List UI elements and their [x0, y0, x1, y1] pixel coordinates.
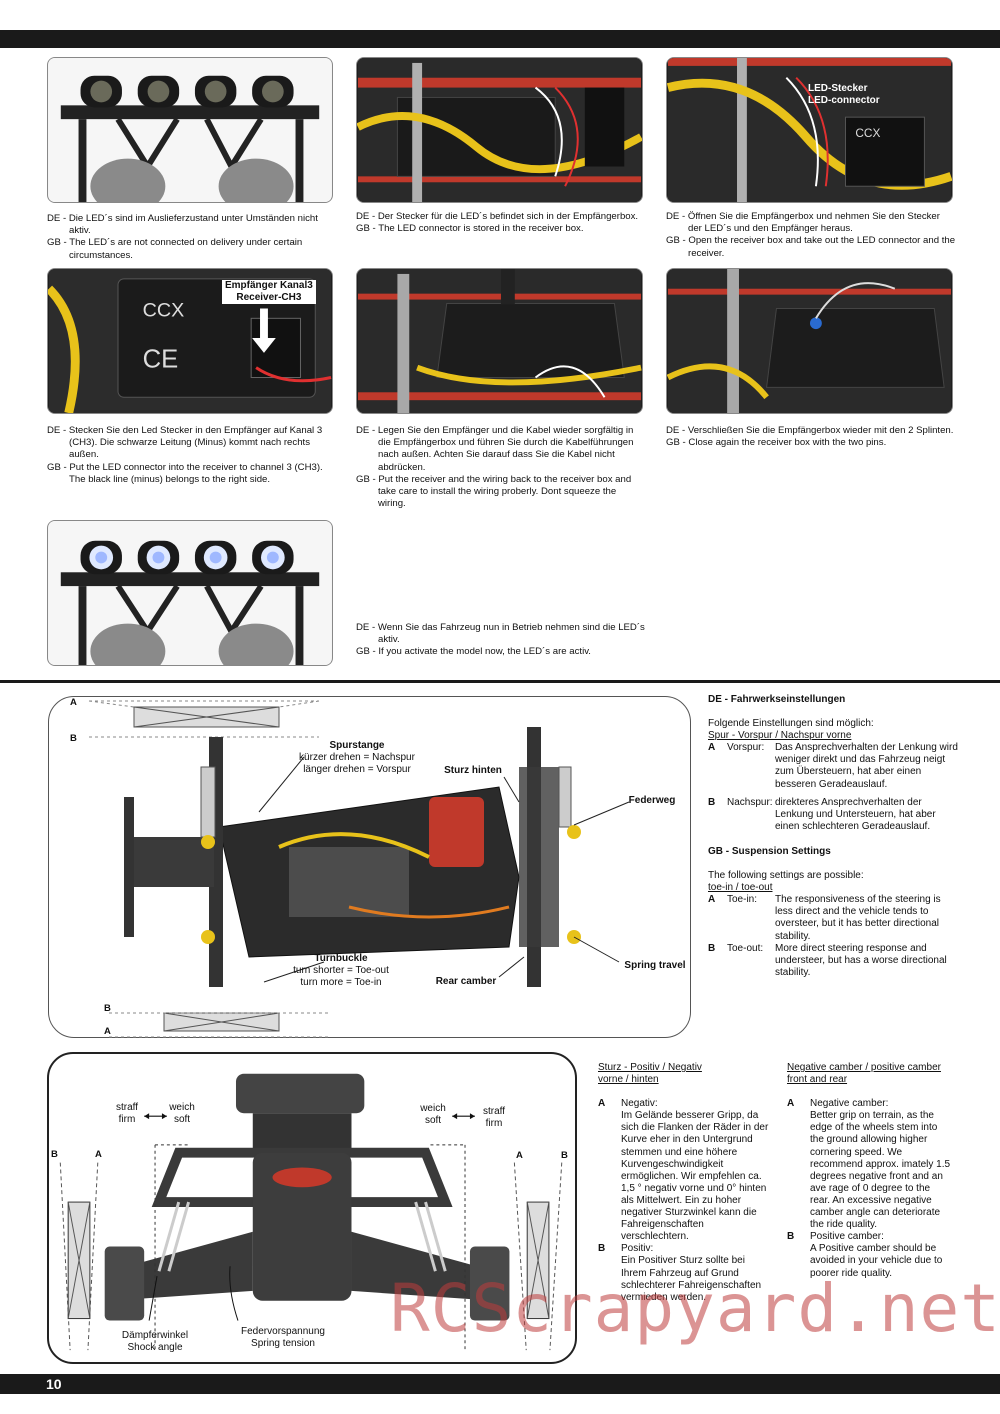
- page-number: 10: [46, 1376, 62, 1392]
- svg-text:CCX: CCX: [143, 299, 185, 321]
- toe-label-b-top: B: [70, 733, 77, 744]
- toe-label-a-top: A: [70, 697, 77, 708]
- photo-led-connector: CCX: [666, 57, 953, 203]
- photo-receiver-pins: [666, 268, 953, 414]
- camber-text-de: Sturz - Positiv / Negativ vorne / hinten…: [598, 1062, 769, 1303]
- svg-text:CE: CE: [143, 346, 179, 374]
- label-spring-travel: Spring travel: [624, 960, 686, 971]
- label-rear-camber: Rear camber: [435, 976, 497, 987]
- bottom-bar: [0, 1374, 1000, 1394]
- caption-1: DE - Die LED´s sind im Auslieferzustand …: [47, 213, 318, 261]
- photo-receiver-ch3: CCX CE: [47, 268, 333, 414]
- top-bar: [0, 30, 1000, 48]
- svg-text:CCX: CCX: [855, 126, 880, 140]
- toe-label-b-bottom: B: [104, 1003, 111, 1014]
- camber-text-gb: Negative camber / positive camber front …: [787, 1062, 951, 1279]
- photo-lightbar-on: [47, 520, 333, 666]
- photo-receiver-box: [356, 57, 643, 203]
- watermark: RCScrapyard.net: [390, 1270, 1000, 1347]
- camber-label-a-left: A: [95, 1149, 102, 1160]
- photo-lightbar-off: [47, 57, 333, 203]
- label-federweg: Federweg: [628, 795, 676, 806]
- camber-label-a-right: A: [516, 1150, 523, 1161]
- caption-7: DE - Wenn Sie das Fahrzeug nun in Betrie…: [356, 622, 645, 658]
- toe-label-a-bottom: A: [104, 1026, 111, 1037]
- caption-4: DE - Stecken Sie den Led Stecker in den …: [47, 425, 323, 485]
- photo-receiver-closed: [356, 268, 643, 414]
- toe-diagram: [48, 696, 691, 1038]
- camber-diagram: [47, 1052, 577, 1364]
- label-sturz-hinten: Sturz hinten: [444, 765, 502, 776]
- camber-label-b-right: B: [561, 1150, 568, 1161]
- caption-2: DE - Der Stecker für die LED´s befindet …: [356, 211, 639, 235]
- suspension-text: DE - Fahrwerkseinstellungen Folgende Ein…: [708, 694, 958, 978]
- section-divider: [0, 680, 1000, 683]
- camber-label-b-left: B: [51, 1149, 58, 1160]
- caption-3: DE - Öffnen Sie die Empfängerbox und neh…: [666, 211, 956, 259]
- caption-6: DE - Verschließen Sie die Empfängerbox w…: [666, 425, 954, 449]
- caption-5: DE - Legen Sie den Empfänger und die Kab…: [356, 425, 634, 510]
